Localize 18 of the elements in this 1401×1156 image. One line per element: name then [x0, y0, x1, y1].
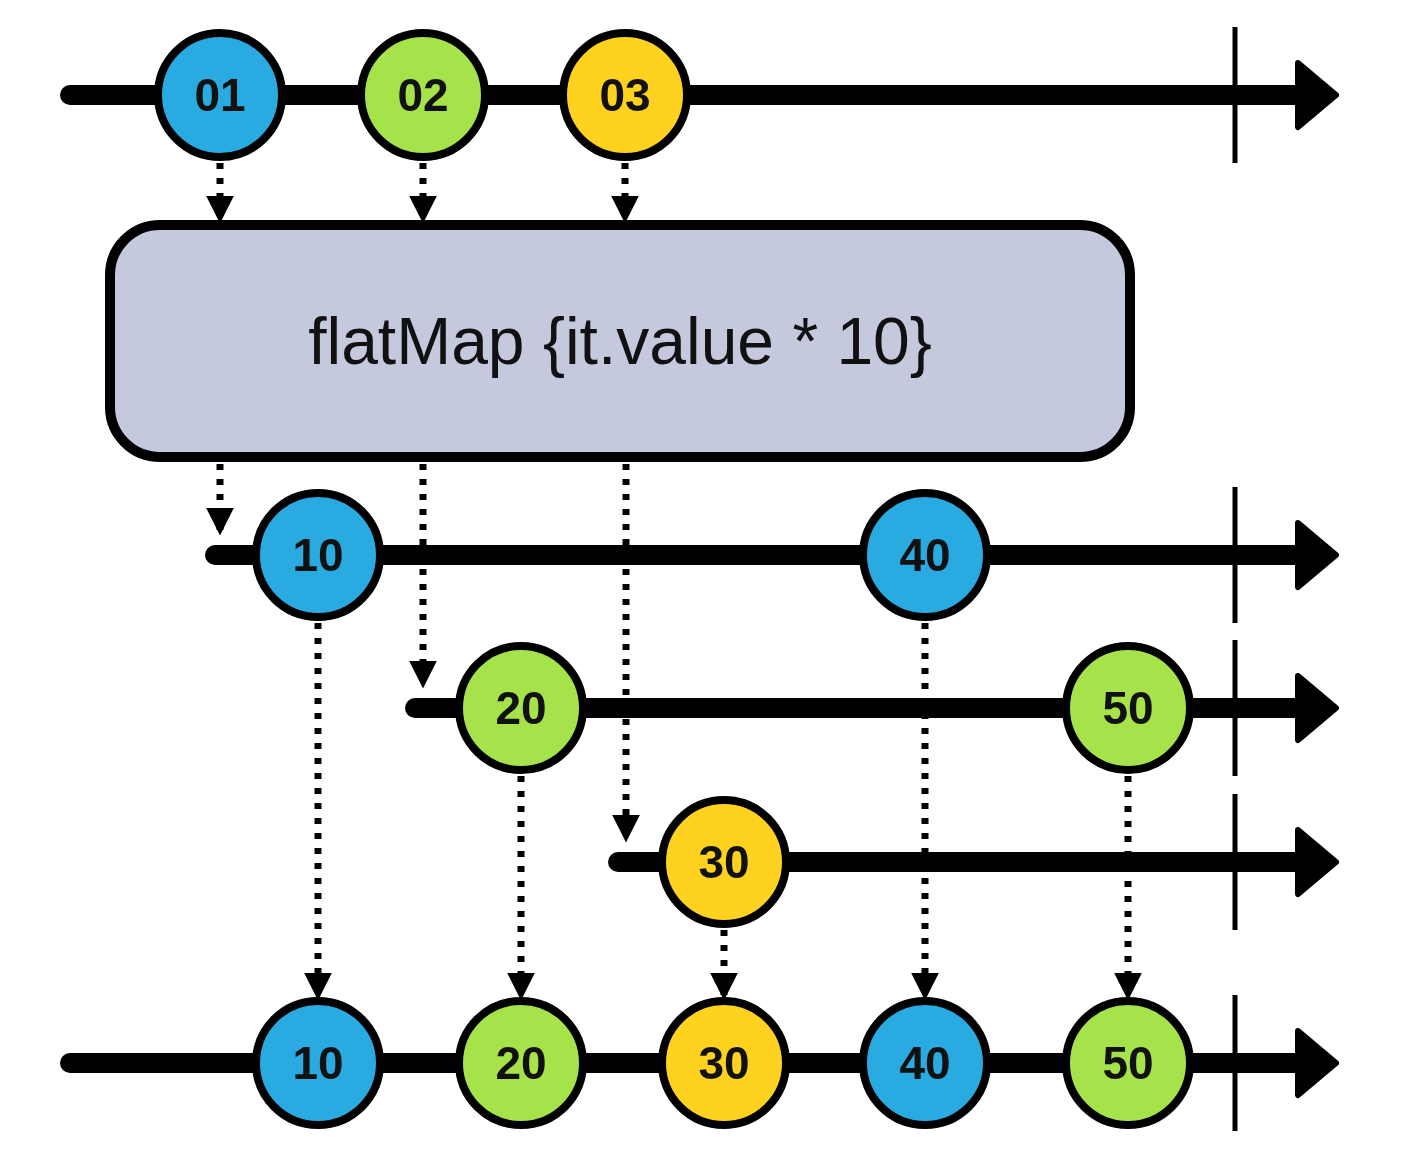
dotted-arrow: [612, 464, 640, 843]
operator-label: flatMap {it.value * 10}: [308, 303, 932, 379]
marble-value: 50: [1102, 1036, 1154, 1090]
marble-value: 40: [899, 528, 951, 582]
marble-value: 30: [698, 1036, 750, 1090]
marble-value: 20: [495, 681, 547, 735]
marble-value: 30: [698, 835, 750, 889]
marble-value: 02: [397, 68, 449, 122]
marble-value: 40: [899, 1036, 951, 1090]
marble-value: 10: [292, 528, 344, 582]
operator-box: [105, 220, 1135, 462]
dotted-arrow: [206, 464, 234, 536]
marble-value: 50: [1102, 681, 1154, 735]
marble-value: 01: [194, 68, 246, 122]
marble-value: 20: [495, 1036, 547, 1090]
dotted-arrow: [409, 464, 437, 689]
marble-value: 10: [292, 1036, 344, 1090]
marble-value: 03: [599, 68, 651, 122]
